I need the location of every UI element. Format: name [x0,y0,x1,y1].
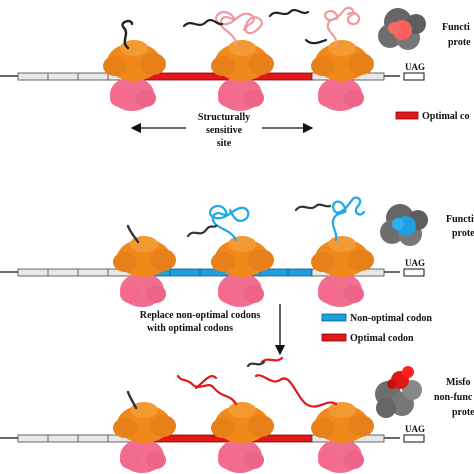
nascent-chain-3-tail-top [268,8,328,45]
functional-protein-top [378,8,426,50]
ribosome-1-bottom [113,402,176,473]
functional-protein-middle [380,204,428,246]
protein-label-bottom-1: Misfo [446,377,470,388]
legend-optimal-swatch-top [395,111,419,120]
stop-codon-box-top [403,72,425,81]
ribosome-1-middle [113,236,176,307]
nascent-chain-1-bottom [126,390,138,410]
protein-label-bottom-2: non-func [434,392,473,403]
stop-codon-box-bottom [403,434,425,443]
legend-nonoptimal-label: Non-optimal codon [350,313,432,324]
ribosome-2-bottom [211,402,274,473]
nascent-chain-3-tail-middle [294,203,332,212]
nascent-chain-1-top [121,19,134,50]
top-panel: UAG [0,6,471,149]
protein-label-top-2: prote [448,37,471,48]
nascent-chain-3-middle [331,196,366,242]
structural-site-line-3: site [217,138,232,149]
bottom-panel: UAG [0,356,474,473]
legend-optimal-swatch-middle [321,333,347,342]
stop-codon-label-middle: UAG [405,258,425,268]
middle-panel: UAG [0,196,474,356]
nascent-chain-1-middle [126,224,140,244]
ribosome-1-top [103,40,166,111]
misfolded-protein-bottom [375,366,422,418]
nascent-chain-3-tail-bottom [246,360,266,368]
ribosome-3-top [311,40,374,111]
stop-codon-label-top: UAG [405,62,425,72]
nascent-chain-3-top [324,6,361,46]
nascent-chain-2-bottom [176,374,238,406]
protein-label-middle-2: prote [452,228,474,239]
ribosome-2-middle [211,236,274,307]
stop-codon-label-bottom: UAG [405,424,425,434]
ribosome-2-top [211,40,274,111]
replace-text-line-1: Replace non-optimal codons [140,310,261,321]
nascent-chain-3-bottom [254,356,338,408]
structural-site-line-2: sensitive [206,125,243,136]
protein-label-middle-1: Functi [446,214,474,225]
legend-optimal-label-middle: Optimal codon [350,333,414,344]
replace-text-line-2: with optimal codons [147,323,233,334]
legend-optimal-label-top: Optimal co [422,111,470,122]
nascent-chain-2-tail-top [182,18,224,28]
nascent-chain-2-middle [209,204,250,242]
protein-label-top-1: Functi [442,22,470,33]
protein-label-bottom-3: prote [452,407,474,418]
nascent-chain-2-start-bottom [194,375,218,390]
structural-site-line-1: Structurally [198,112,250,123]
nascent-chain-2-tail-middle [186,224,218,238]
stop-codon-box-middle [403,268,425,277]
legend-nonoptimal-swatch [321,313,347,322]
ribosome-3-middle [311,236,374,307]
ribosome-3-bottom [311,402,374,473]
nascent-chain-2-top [215,10,263,46]
